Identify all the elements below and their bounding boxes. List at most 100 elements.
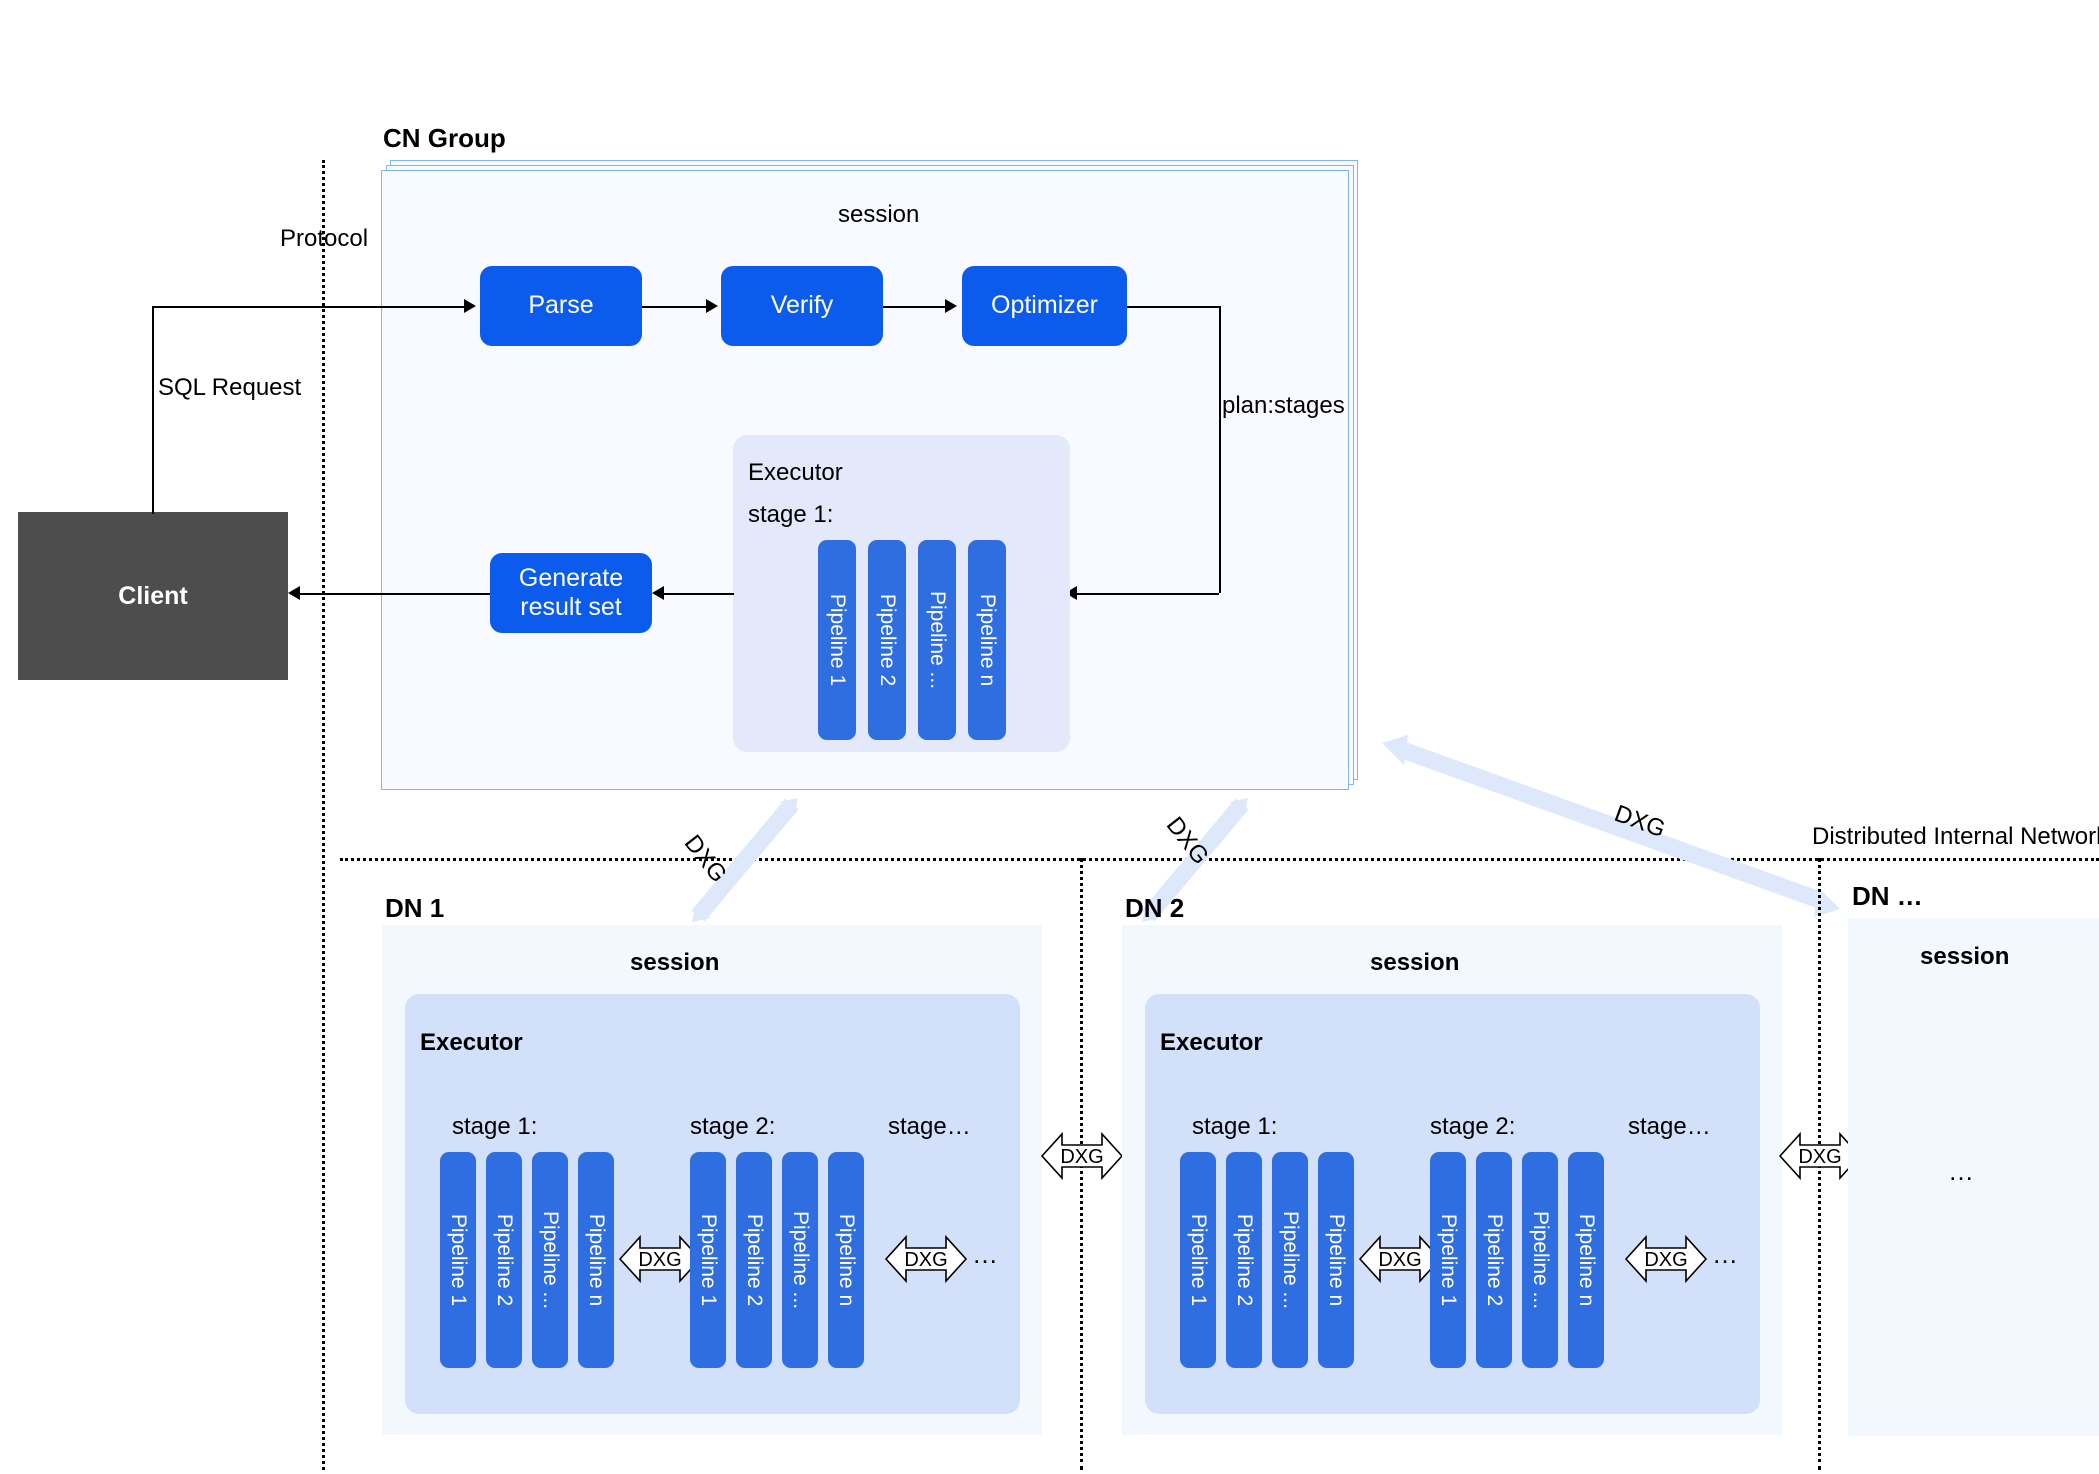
dn1-stage1-pipeline-2[interactable]: Pipeline 2 bbox=[486, 1152, 522, 1368]
distributed-network-label: Distributed Internal Network bbox=[1812, 823, 2099, 850]
dn1-stage2-pipeline-n[interactable]: Pipeline n bbox=[828, 1152, 864, 1368]
dn2-stage1-pipeline-2[interactable]: Pipeline 2 bbox=[1226, 1152, 1262, 1368]
cn-pipeline-2-label: Pipeline 2 bbox=[876, 593, 899, 687]
dn2-stage2-pipeline-n-label: Pipeline n bbox=[1575, 1213, 1598, 1307]
cn-stage-verify-label: Verify bbox=[770, 291, 834, 320]
dxg-diagonal-arrow-dn1 bbox=[680, 790, 810, 930]
dn1-stage2-pipeline-2[interactable]: Pipeline 2 bbox=[736, 1152, 772, 1368]
dn2-dxg-stage1-stage2-label: DXG bbox=[1378, 1249, 1421, 1271]
plan-stages-line-bottom bbox=[1077, 593, 1219, 595]
dxg-dn2-dnmore-label: DXG bbox=[1798, 1146, 1841, 1168]
dn2-stage-1-label: stage 1: bbox=[1192, 1113, 1278, 1140]
dn1-stage-1-label: stage 1: bbox=[452, 1113, 538, 1140]
cn-group-title: CN Group bbox=[383, 123, 506, 153]
cn-pipeline-ellipsis[interactable]: Pipeline ... bbox=[918, 540, 956, 740]
dn2-stage1-pipeline-ellipsis-label: Pipeline ... bbox=[1279, 1210, 1302, 1310]
dn1-stage1-pipeline-ellipsis-label: Pipeline ... bbox=[539, 1210, 562, 1310]
dn2-stage2-pipeline-n[interactable]: Pipeline n bbox=[1568, 1152, 1604, 1368]
dn1-title: DN 1 bbox=[385, 893, 445, 923]
client-label: Client bbox=[118, 581, 188, 610]
dn1-dxg-stage2-more-label: DXG bbox=[904, 1249, 947, 1271]
dn1-stage2-pipeline-1[interactable]: Pipeline 1 bbox=[690, 1152, 726, 1368]
sql-request-line-vertical bbox=[152, 306, 154, 514]
dn1-stage1-pipeline-n-label: Pipeline n bbox=[585, 1213, 608, 1307]
parse-to-verify-line bbox=[642, 306, 706, 308]
dn2-stage2-pipeline-1-label: Pipeline 1 bbox=[1437, 1213, 1460, 1307]
dnmore-title: DN … bbox=[1852, 881, 1923, 911]
dn2-stage2-pipeline-ellipsis-label: Pipeline ... bbox=[1529, 1210, 1552, 1310]
dn2-stage1-pipeline-2-label: Pipeline 2 bbox=[1233, 1213, 1256, 1307]
verify-to-optimizer-arrowhead bbox=[945, 299, 957, 313]
dn1-dxg-stage2-more: DXG bbox=[884, 1228, 968, 1290]
dn1-stage1-pipeline-1-label: Pipeline 1 bbox=[447, 1213, 470, 1307]
dxg-dn2-dnmore: DXG bbox=[1778, 1125, 1862, 1187]
dn1-stage2-pipeline-n-label: Pipeline n bbox=[835, 1213, 858, 1307]
dn2-dxg-stage2-more: DXG bbox=[1624, 1228, 1708, 1290]
dn2-stage2-pipeline-2-label: Pipeline 2 bbox=[1483, 1213, 1506, 1307]
verify-to-optimizer-line bbox=[883, 306, 945, 308]
dn2-stage1-pipeline-n[interactable]: Pipeline n bbox=[1318, 1152, 1354, 1368]
dn2-stage1-pipeline-1-label: Pipeline 1 bbox=[1187, 1213, 1210, 1307]
dn2-dxg-stage1-stage2: DXG bbox=[1358, 1228, 1442, 1290]
dn1-executor-title: Executor bbox=[420, 1029, 523, 1056]
dn1-session-label: session bbox=[630, 949, 720, 976]
dn1-stage2-pipeline-2-label: Pipeline 2 bbox=[743, 1213, 766, 1307]
dn1-stage2-pipeline-1-label: Pipeline 1 bbox=[697, 1213, 720, 1307]
dnmore-session-panel bbox=[1848, 918, 2099, 1436]
protocol-label: Protocol bbox=[280, 225, 369, 252]
dn2-session-label: session bbox=[1370, 949, 1460, 976]
dn2-stage2-pipeline-ellipsis[interactable]: Pipeline ... bbox=[1522, 1152, 1558, 1368]
dxg-dn1-dn2-label: DXG bbox=[1060, 1146, 1103, 1168]
executor-to-result-line bbox=[664, 593, 734, 595]
dn1-stage1-pipeline-1[interactable]: Pipeline 1 bbox=[440, 1152, 476, 1368]
dn1-stage2-pipeline-ellipsis[interactable]: Pipeline ... bbox=[782, 1152, 818, 1368]
dn1-stage-2-label: stage 2: bbox=[690, 1113, 776, 1140]
cn-stage-parse[interactable]: Parse bbox=[480, 266, 642, 346]
cn-pipeline-ellipsis-label: Pipeline ... bbox=[926, 590, 949, 690]
dn1-stage1-pipeline-n[interactable]: Pipeline n bbox=[578, 1152, 614, 1368]
cn-pipeline-n-label: Pipeline n bbox=[976, 593, 999, 687]
cn-stage-parse-label: Parse bbox=[528, 291, 594, 320]
dnmore-session-label: session bbox=[1920, 943, 2010, 970]
dn2-stage1-pipeline-1[interactable]: Pipeline 1 bbox=[1180, 1152, 1216, 1368]
dn1-more-stage-label: stage… bbox=[888, 1113, 971, 1140]
result-to-client-line bbox=[300, 593, 490, 595]
distributed-network-divider bbox=[340, 858, 2099, 861]
plan-stages-line-vertical bbox=[1219, 306, 1221, 593]
dn1-dxg-stage1-stage2-label: DXG bbox=[638, 1249, 681, 1271]
cn-generate-result-set-box[interactable]: Generate result set bbox=[490, 553, 652, 633]
sql-request-arrowhead bbox=[464, 299, 476, 313]
plan-stages-label: plan:stages bbox=[1222, 392, 1345, 419]
sql-request-label: SQL Request bbox=[158, 374, 302, 401]
parse-to-verify-arrowhead bbox=[706, 299, 718, 313]
cn-pipeline-2[interactable]: Pipeline 2 bbox=[868, 540, 906, 740]
dn2-ellipsis: … bbox=[1712, 1239, 1738, 1269]
cn-pipeline-1[interactable]: Pipeline 1 bbox=[818, 540, 856, 740]
dxg-dn1-dn2: DXG bbox=[1040, 1125, 1124, 1187]
cn-pipeline-n[interactable]: Pipeline n bbox=[968, 540, 1006, 740]
dn2-stage2-pipeline-2[interactable]: Pipeline 2 bbox=[1476, 1152, 1512, 1368]
cn-executor-title: Executor bbox=[748, 459, 843, 486]
cn-session-label: session bbox=[838, 201, 920, 228]
dn2-executor-title: Executor bbox=[1160, 1029, 1263, 1056]
dn2-more-stage-label: stage… bbox=[1628, 1113, 1711, 1140]
cn-stage-verify[interactable]: Verify bbox=[721, 266, 883, 346]
executor-to-result-arrowhead bbox=[652, 586, 664, 600]
cn-stage-optimizer[interactable]: Optimizer bbox=[962, 266, 1127, 346]
dn1-stage1-pipeline-2-label: Pipeline 2 bbox=[493, 1213, 516, 1307]
dn1-stage1-pipeline-ellipsis[interactable]: Pipeline ... bbox=[532, 1152, 568, 1368]
client-box[interactable]: Client bbox=[18, 512, 288, 680]
plan-stages-line-top bbox=[1127, 306, 1219, 308]
dn2-title: DN 2 bbox=[1125, 893, 1185, 923]
dn2-stage1-pipeline-ellipsis[interactable]: Pipeline ... bbox=[1272, 1152, 1308, 1368]
dn2-stage2-pipeline-1[interactable]: Pipeline 1 bbox=[1430, 1152, 1466, 1368]
result-to-client-arrowhead bbox=[288, 586, 300, 600]
dnmore-ellipsis: … bbox=[1948, 1156, 1974, 1186]
dn1-stage2-pipeline-ellipsis-label: Pipeline ... bbox=[789, 1210, 812, 1310]
dxg-diagonal-arrow-dn2 bbox=[1130, 790, 1260, 930]
dn1-ellipsis: … bbox=[972, 1239, 998, 1269]
protocol-divider bbox=[322, 160, 325, 1470]
cn-pipeline-1-label: Pipeline 1 bbox=[826, 593, 849, 687]
sql-request-line-horizontal bbox=[152, 306, 464, 308]
